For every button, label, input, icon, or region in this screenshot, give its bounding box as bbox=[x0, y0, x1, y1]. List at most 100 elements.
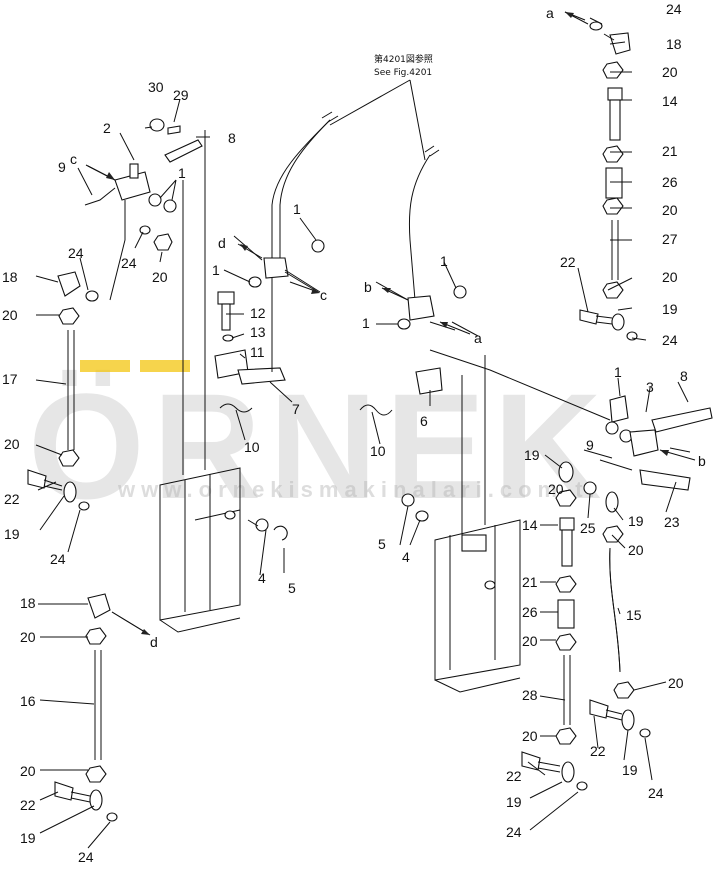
watermark: ÖRNEK www.ornekismakinalari.com.tr bbox=[28, 360, 610, 530]
label-26-top: 26 bbox=[662, 174, 678, 190]
label-22-left: 22 bbox=[4, 491, 20, 507]
left-housing bbox=[159, 130, 241, 633]
label-26-bot: 26 bbox=[522, 604, 538, 620]
label-30: 30 bbox=[148, 79, 164, 95]
label-8-right: 8 bbox=[680, 368, 688, 384]
label-c-left: c bbox=[70, 151, 77, 167]
label-19-rb: 19 bbox=[622, 762, 638, 778]
label-c-mid: c bbox=[320, 287, 327, 303]
label-24-left: 24 bbox=[50, 551, 66, 567]
label-8-left: 8 bbox=[228, 130, 236, 146]
label-20-d: 20 bbox=[152, 269, 168, 285]
label-2: 2 bbox=[103, 120, 111, 136]
label-14-top: 14 bbox=[662, 93, 678, 109]
label-5-left: 5 bbox=[378, 536, 386, 552]
label-20-bot: 20 bbox=[522, 633, 538, 649]
label-16: 16 bbox=[20, 693, 36, 709]
label-19-r2: 19 bbox=[628, 513, 644, 529]
label-11: 11 bbox=[250, 344, 265, 360]
rod-stack-top-right bbox=[564, 11, 638, 341]
label-24-b: 24 bbox=[662, 332, 678, 348]
reference-leaders bbox=[329, 79, 426, 161]
right-lever-assembly bbox=[599, 395, 713, 491]
label-24-c: 24 bbox=[68, 245, 84, 261]
label-24-rb: 24 bbox=[648, 785, 664, 801]
label-13: 13 bbox=[250, 324, 266, 340]
label-24-bl: 24 bbox=[78, 849, 94, 865]
label-9-right: 9 bbox=[586, 437, 594, 453]
watermark-accent-1 bbox=[80, 360, 130, 372]
label-22-top: 22 bbox=[560, 254, 576, 270]
label-19-left: 19 bbox=[4, 526, 20, 542]
label-1-right: 1 bbox=[440, 253, 448, 269]
label-24-d: 24 bbox=[121, 255, 137, 271]
leader-lines bbox=[35, 17, 691, 849]
label-20-bl2: 20 bbox=[20, 763, 36, 779]
label-b-rb: b bbox=[698, 453, 706, 469]
label-20-b: 20 bbox=[662, 202, 678, 218]
label-20-bl: 20 bbox=[20, 629, 36, 645]
label-25: 25 bbox=[580, 520, 596, 536]
label-22-rb: 22 bbox=[590, 743, 606, 759]
label-a-top: a bbox=[546, 5, 554, 21]
label-18-left: 18 bbox=[2, 269, 18, 285]
label-1-rb: 1 bbox=[614, 364, 622, 380]
label-6: 6 bbox=[420, 413, 428, 429]
label-20-f: 20 bbox=[4, 436, 20, 452]
watermark-brand: ÖRNEK bbox=[28, 362, 610, 530]
label-18-bl: 18 bbox=[20, 595, 36, 611]
cables bbox=[271, 111, 440, 301]
label-21-top: 21 bbox=[662, 143, 678, 159]
label-1-mid2: 1 bbox=[212, 262, 220, 278]
label-5-mid: 5 bbox=[288, 580, 296, 596]
label-19-r: 19 bbox=[524, 447, 540, 463]
middle-assembly bbox=[214, 239, 325, 541]
label-17: 17 bbox=[2, 371, 18, 387]
label-4-mid: 4 bbox=[258, 570, 266, 586]
label-9-left: 9 bbox=[58, 159, 66, 175]
label-20-c: 20 bbox=[662, 269, 678, 285]
label-20-r2: 20 bbox=[628, 542, 644, 558]
label-28: 28 bbox=[522, 687, 538, 703]
rod-stack-right-middle bbox=[521, 461, 619, 791]
label-27: 27 bbox=[662, 231, 678, 247]
left-upper-assembly bbox=[84, 118, 203, 301]
label-20-bot2: 20 bbox=[522, 728, 538, 744]
label-15: 15 bbox=[626, 607, 642, 623]
watermark-url: www.ornekismakinalari.com.tr bbox=[117, 477, 603, 502]
right-center-assembly bbox=[359, 285, 611, 522]
label-b-right: b bbox=[364, 279, 372, 295]
label-22-bl: 22 bbox=[20, 797, 36, 813]
label-18-top: 18 bbox=[666, 36, 682, 52]
label-d-bl: d bbox=[150, 634, 158, 650]
label-1-left: 1 bbox=[178, 165, 186, 181]
label-24-bot: 24 bbox=[506, 824, 522, 840]
label-10-left: 10 bbox=[244, 439, 260, 455]
label-1-mid: 1 bbox=[293, 201, 301, 217]
label-22-bot: 22 bbox=[506, 768, 522, 784]
reference-note-jp: 第4201図参照 bbox=[374, 53, 433, 65]
label-d-mid: d bbox=[218, 235, 226, 251]
direction-arrows bbox=[87, 11, 696, 635]
right-housing bbox=[434, 355, 521, 693]
reference-note-en: See Fig.4201 bbox=[374, 68, 432, 78]
part-labels: a 24 18 20 14 21 26 20 27 22 20 19 24 30… bbox=[2, 1, 706, 865]
label-19-bl: 19 bbox=[20, 830, 36, 846]
label-1-right2: 1 bbox=[362, 315, 370, 331]
label-21-bot: 21 bbox=[522, 574, 538, 590]
rod-stack-left bbox=[27, 271, 99, 511]
rod-stack-right-hose bbox=[589, 525, 651, 738]
label-20-r: 20 bbox=[548, 481, 564, 497]
label-23: 23 bbox=[664, 514, 680, 530]
label-24-top: 24 bbox=[666, 1, 682, 17]
label-29: 29 bbox=[173, 87, 189, 103]
label-20-r3: 20 bbox=[668, 675, 684, 691]
label-14-bot: 14 bbox=[522, 517, 538, 533]
label-4-left: 4 bbox=[402, 549, 410, 565]
label-19-top: 19 bbox=[662, 301, 678, 317]
label-20-e: 20 bbox=[2, 307, 18, 323]
watermark-accent-2 bbox=[140, 360, 190, 372]
label-19-bot: 19 bbox=[506, 794, 522, 810]
